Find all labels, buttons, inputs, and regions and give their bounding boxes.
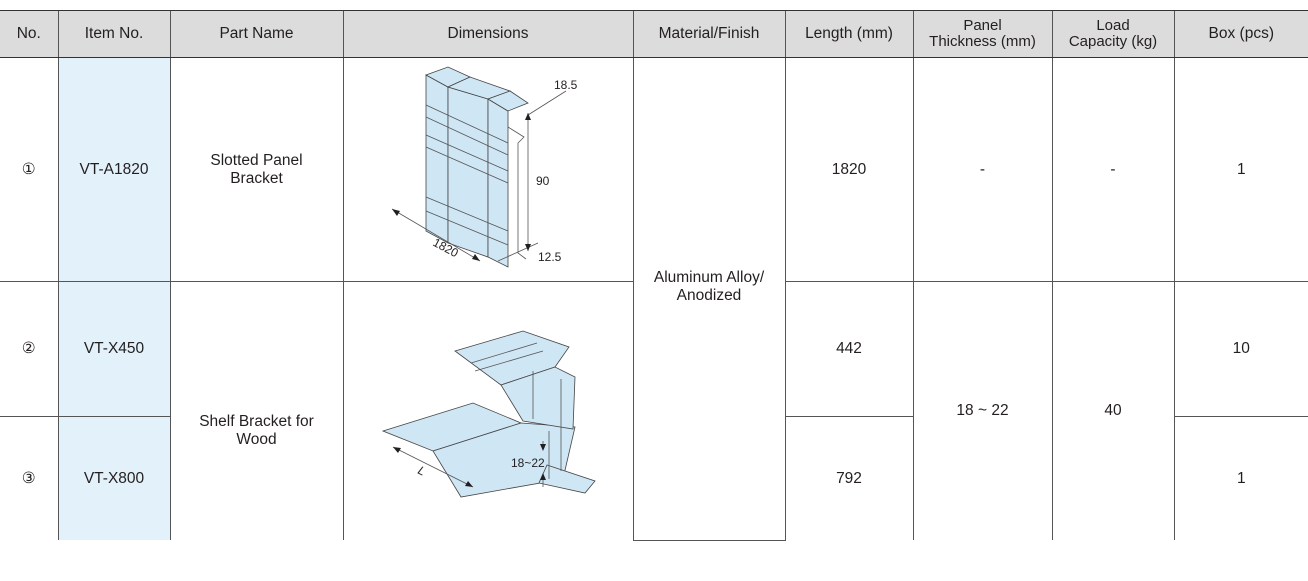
dimensions-drawing: L 18~22: [342, 281, 633, 540]
part-name-line2: Wood: [236, 431, 277, 448]
table-row: ③ VT-X800 792 1: [0, 416, 1308, 540]
header-panel-thickness-line2: Thickness (mm): [929, 33, 1036, 50]
header-load-capacity-line1: Load: [1096, 17, 1130, 34]
load-capacity-value: -: [1051, 57, 1174, 282]
depth-dimension-label: 18.5: [554, 78, 578, 92]
length-value: 442: [784, 281, 913, 417]
header-length: Length (mm): [784, 10, 913, 58]
material-finish-text: Aluminum Alloy/ Anodized: [634, 269, 785, 305]
header-material: Material/Finish: [632, 10, 785, 58]
header-dimensions: Dimensions: [342, 10, 633, 58]
header-row: No. Item No. Part Name Dimensions Materi…: [0, 10, 1308, 58]
material-line2: Anodized: [676, 286, 742, 304]
material-finish: Aluminum Alloy/ Anodized: [632, 57, 785, 541]
material-line1: Aluminum Alloy/: [653, 268, 765, 286]
item-number: VT-X450: [57, 281, 170, 417]
item-number: VT-A1820: [57, 57, 170, 282]
part-name-text: Shelf Bracket for Wood: [171, 413, 343, 449]
part-name-line1: Slotted Panel: [210, 151, 303, 169]
shelf-bracket-drawing: L 18~22: [381, 330, 596, 498]
part-name: Slotted Panel Bracket: [169, 57, 343, 282]
row-number: ③: [21, 469, 36, 487]
header-panel-thickness: Panel Thickness (mm): [912, 10, 1052, 58]
thickness-dimension-label: 18~22: [511, 456, 545, 470]
table-row: ① VT-A1820 Slotted Panel Bracket: [0, 57, 1308, 541]
header-panel-thickness-line1: Panel: [963, 17, 1002, 34]
table-row: ② VT-X450 Shelf Bracket for Wood: [0, 281, 1308, 540]
header-box: Box (pcs): [1173, 10, 1308, 58]
header-load-capacity: Load Capacity (kg): [1051, 10, 1174, 58]
box-quantity: 1: [1173, 57, 1308, 282]
part-name-line1: Shelf Bracket for: [199, 413, 314, 430]
dimensions-drawing: 18.5 90 1820 12.5: [342, 57, 633, 282]
header-item-no: Item No.: [57, 10, 170, 58]
length-value: 792: [784, 416, 913, 540]
box-quantity: 1: [1173, 416, 1308, 540]
height-dimension-label: 90: [536, 174, 550, 188]
header-part-name: Part Name: [169, 10, 343, 58]
header-load-capacity-line2: Capacity (kg): [1068, 33, 1158, 50]
length-value: 1820: [784, 57, 913, 282]
length-symbol-label: L: [416, 463, 428, 479]
slotted-panel-bracket-drawing: 18.5 90 1820 12.5: [391, 66, 578, 268]
product-spec-table: No. Item No. Part Name Dimensions Materi…: [0, 10, 1308, 541]
row-number: ①: [0, 57, 58, 282]
header-no: No.: [0, 10, 58, 58]
row-number: ②: [0, 281, 58, 417]
part-name: Shelf Bracket for Wood: [169, 281, 343, 540]
part-name-line2: Bracket: [230, 169, 283, 187]
base-dimension-label: 12.5: [538, 250, 562, 264]
panel-thickness-value: 18 ~ 22: [912, 281, 1052, 540]
load-capacity-value: 40: [1051, 281, 1174, 540]
box-quantity: 10: [1173, 281, 1308, 417]
item-number: VT-X800: [57, 416, 170, 540]
panel-thickness-value: -: [912, 57, 1052, 282]
